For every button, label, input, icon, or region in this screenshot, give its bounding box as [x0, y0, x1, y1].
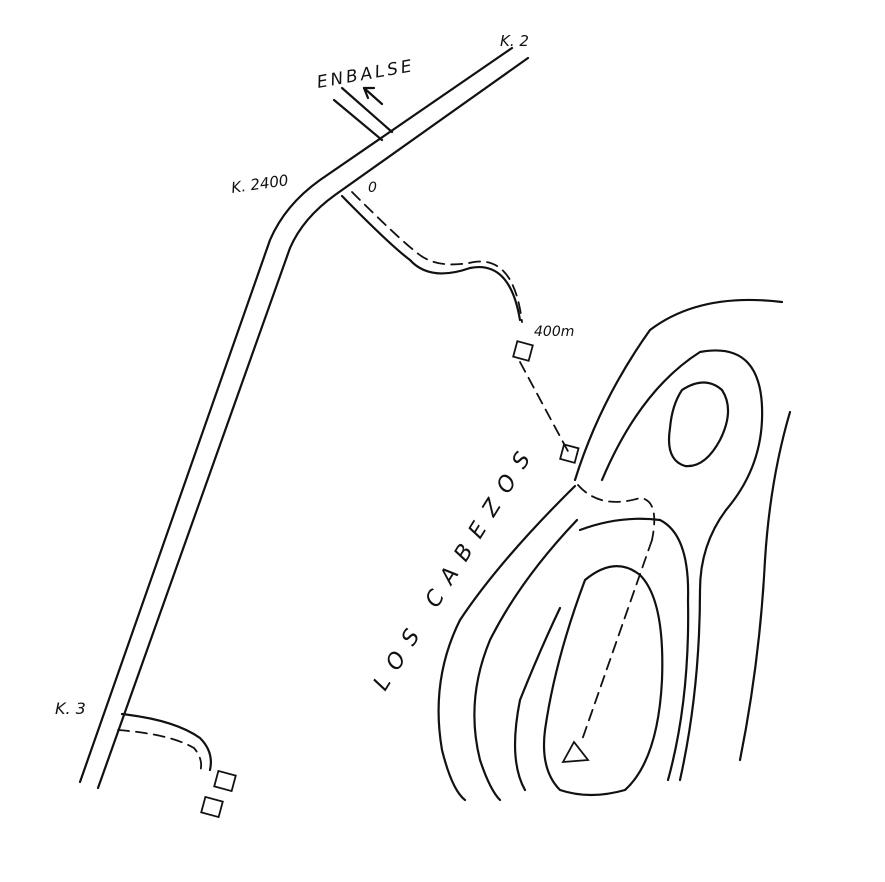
waypoint-400m-square-icon	[512, 340, 534, 362]
building-square-icon	[213, 769, 237, 793]
km3-label: K. 3	[55, 699, 86, 718]
peak-name-label: LOS CABEZOS	[369, 438, 543, 695]
main-road	[78, 46, 530, 790]
summit-triangle-icon	[561, 740, 590, 764]
trail-lower	[117, 712, 212, 773]
distance-label: 400m	[534, 324, 574, 340]
reservoir-arrow-icon	[362, 86, 384, 106]
start-label: 0	[368, 180, 377, 196]
building-square-icon	[200, 795, 224, 819]
km2-label: K. 2	[500, 32, 529, 50]
waypoint-ridge-square-icon	[559, 443, 580, 464]
trail-upper	[340, 191, 523, 323]
reservoir-road	[332, 86, 394, 142]
km2400-label: K. 2400	[230, 171, 289, 197]
contour-lines	[437, 298, 792, 802]
